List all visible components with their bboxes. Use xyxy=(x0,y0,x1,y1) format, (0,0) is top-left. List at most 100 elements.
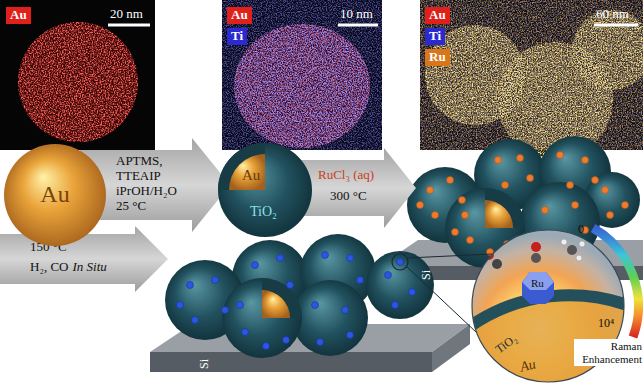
text-slot: 10⁴ xyxy=(598,313,614,331)
arrow-shape xyxy=(300,148,416,228)
hydrogen-atom xyxy=(576,255,582,261)
shell-cut xyxy=(485,188,525,228)
oxygen-atom xyxy=(531,242,541,252)
text-slot: In Situ xyxy=(72,257,106,275)
ru-dot xyxy=(347,332,354,339)
reaction-conditions: APTMS, TTEAIP iPrOH/H₂O 25 °C xyxy=(116,154,188,214)
ru-dot xyxy=(357,277,364,284)
scale-label: 60 nm xyxy=(596,7,629,22)
text-slot: Au xyxy=(425,5,450,24)
si-substrate-side xyxy=(432,324,470,372)
hydrogen-atom xyxy=(579,241,585,247)
ru-dot xyxy=(212,277,219,284)
particle-label: Au xyxy=(40,181,69,209)
text-slot: Au xyxy=(6,5,31,24)
ru-dot xyxy=(462,212,469,219)
au-particle-map xyxy=(18,22,138,142)
ru-dot xyxy=(277,255,284,262)
eds-panel xyxy=(420,0,643,150)
carbon-atom xyxy=(531,253,541,263)
scale-label: 20 nm xyxy=(110,7,143,22)
ru-dot xyxy=(607,212,614,219)
arrow-shape xyxy=(0,226,168,292)
zoom-line xyxy=(407,254,492,258)
carbon-atom xyxy=(492,259,502,269)
substrate-label: Si xyxy=(420,270,434,280)
gold-core-cut xyxy=(229,154,265,190)
ru-dot xyxy=(192,317,199,324)
ru-dot xyxy=(567,182,574,189)
scale-bar xyxy=(594,24,638,27)
si-substrate-front xyxy=(150,352,432,372)
ru-dot xyxy=(452,229,459,236)
gas-label: H₂, CO xyxy=(30,260,68,275)
ru-dot xyxy=(242,329,249,336)
zoom-line xyxy=(406,266,477,333)
au-tio2-map xyxy=(234,24,370,148)
eds-panel xyxy=(222,0,382,150)
au-speckle xyxy=(18,22,138,142)
hydrogen-atom xyxy=(561,239,567,245)
text-slot: 10 nm xyxy=(340,4,373,22)
text-slot: 60 nm xyxy=(596,4,629,22)
ru-dot xyxy=(263,343,270,350)
gold-core-cut xyxy=(262,290,290,318)
scale-max: 10⁴ xyxy=(598,317,614,331)
shell-label: TiO₂ xyxy=(493,332,520,357)
scale-min: 0 xyxy=(578,223,584,237)
in-situ-label: In Situ xyxy=(72,260,106,275)
reagent-label: RuCl₃ (aq) xyxy=(318,168,374,183)
ru-dot xyxy=(385,272,392,279)
ti-speckle xyxy=(222,0,382,150)
ru-dot xyxy=(527,175,534,182)
ru-dot xyxy=(237,302,244,309)
reaction-arrow: RuCl₃ (aq) 300 °C xyxy=(300,148,416,228)
ru-dot xyxy=(409,289,416,296)
ru-particle-top xyxy=(522,272,554,290)
temperature-label: 300 °C xyxy=(330,189,367,204)
text-slot: H₂, CO xyxy=(30,257,68,275)
zoom-marker xyxy=(392,254,408,270)
ti-speckle xyxy=(234,24,370,148)
core-shell-sphere xyxy=(366,251,434,319)
tio2-shell xyxy=(465,295,640,330)
text-slot: Raman Enhancement xyxy=(574,339,643,367)
text-slot: 300 °C xyxy=(330,186,367,204)
ru-dot xyxy=(317,339,324,346)
element-tag: Ru xyxy=(425,49,450,66)
ru-dot xyxy=(432,212,439,219)
ru-dot xyxy=(495,157,502,164)
ru-dot xyxy=(542,207,549,214)
text-slot: TiO₂ xyxy=(250,202,277,220)
carbon-atom xyxy=(567,245,577,255)
enhancement-scale xyxy=(593,228,638,337)
ru-dot xyxy=(397,259,404,266)
ru-speckle xyxy=(420,0,643,150)
text-slot: APTMS, TTEAIP iPrOH/H₂O 25 °C xyxy=(116,154,188,214)
ru-dot xyxy=(312,302,319,309)
ru-dot xyxy=(572,202,579,209)
gold-sphere xyxy=(4,144,106,246)
ru-dot xyxy=(557,152,564,159)
element-tag: Au xyxy=(425,7,450,24)
scale-label: 10 nm xyxy=(340,7,373,22)
arrow-shape xyxy=(80,138,230,232)
text-slot: Ti xyxy=(425,26,445,45)
ru-dot xyxy=(592,177,599,184)
ru-dot xyxy=(447,177,454,184)
core-shell-sphere xyxy=(292,280,368,356)
particle-cluster-map xyxy=(420,0,643,158)
au-speckle xyxy=(234,24,370,148)
tio2-shell xyxy=(218,143,312,237)
gold-core-cut xyxy=(485,200,513,228)
text-slot: Si xyxy=(194,359,212,369)
element-tag: Ti xyxy=(227,28,247,45)
scale-bar xyxy=(338,24,378,27)
ru-particle xyxy=(522,272,554,304)
substrate-label: Si xyxy=(198,359,212,369)
text-slot: Si xyxy=(416,270,434,280)
ru-dot xyxy=(252,262,259,269)
